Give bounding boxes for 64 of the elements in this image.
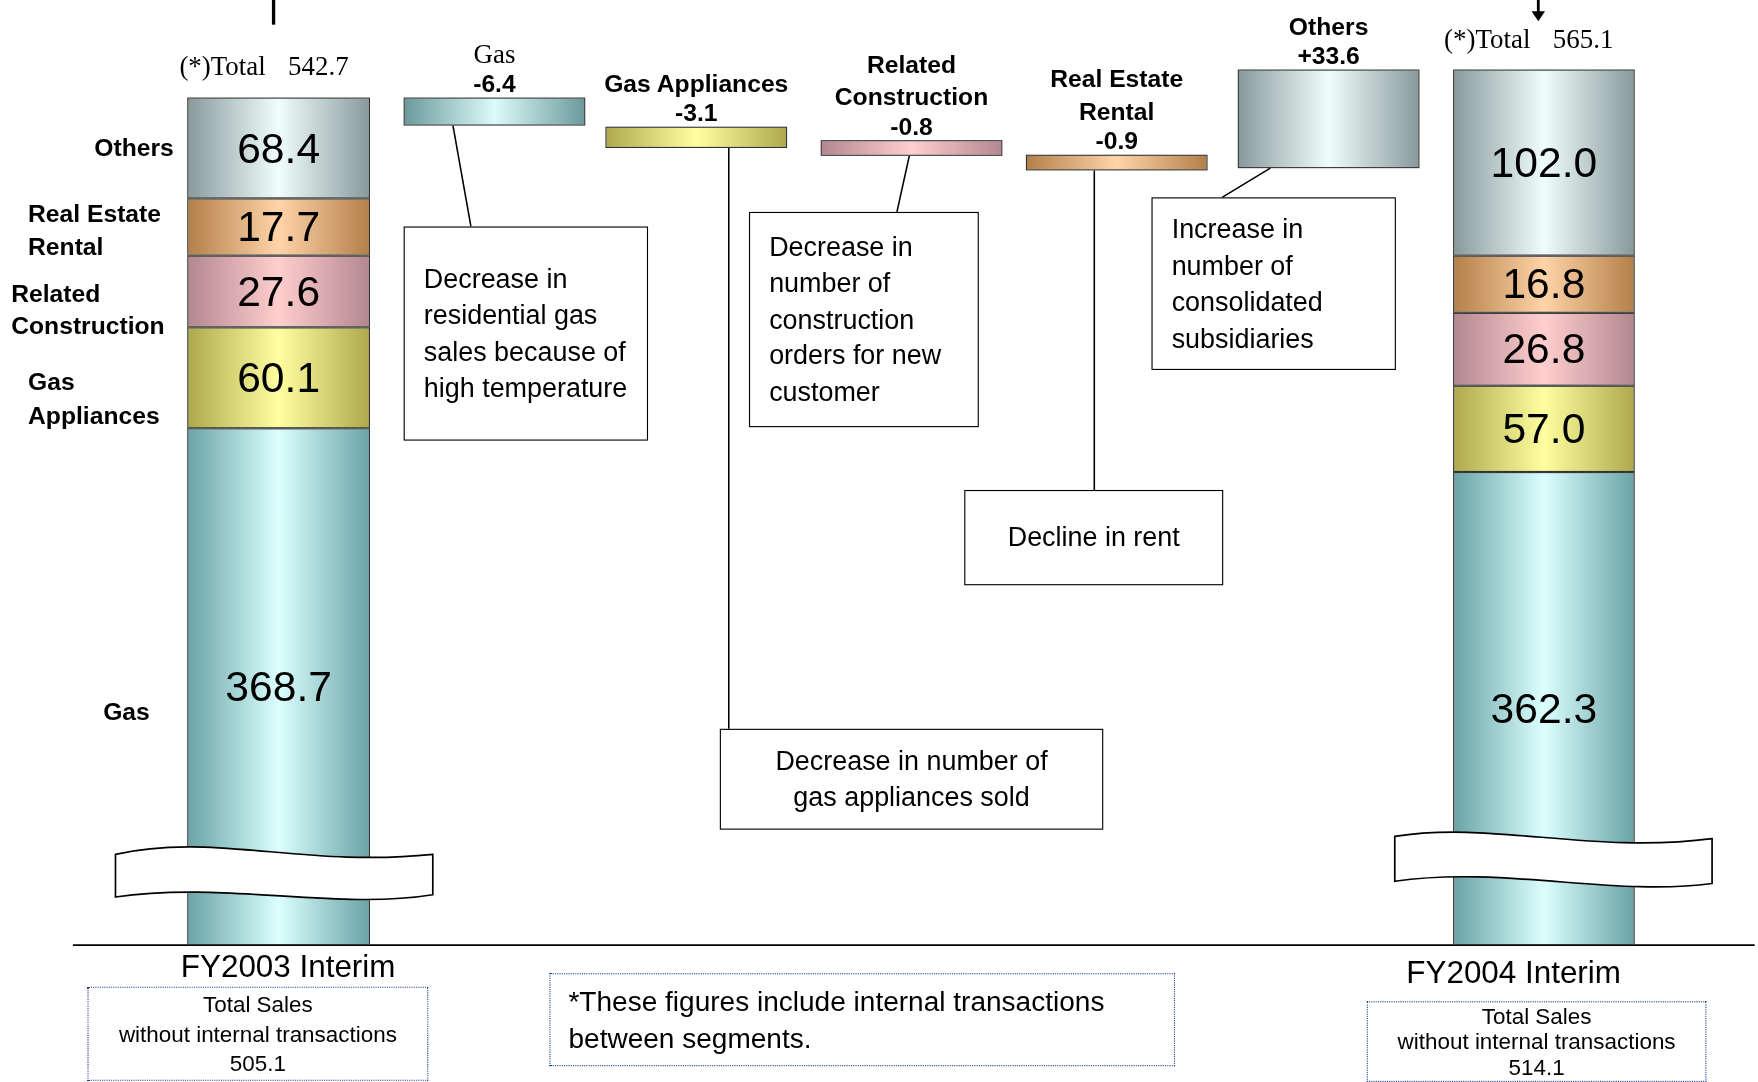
segment-value: 102.0 xyxy=(1490,138,1598,187)
note-text: Total Sales xyxy=(203,991,313,1019)
leader-line xyxy=(1221,167,1272,199)
segment-value: 27.6 xyxy=(237,267,321,316)
callout-box xyxy=(403,226,649,441)
segment-label: Real Estate Rental xyxy=(1049,64,1185,128)
callout-text: Decline in rent xyxy=(1007,520,1180,554)
segment-value: 26.8 xyxy=(1502,325,1586,374)
note-text: 514.1 xyxy=(1508,1054,1565,1081)
segment-value: 362.3 xyxy=(1490,684,1598,733)
callout-box xyxy=(719,728,1104,830)
segment-label: Gas xyxy=(473,38,516,71)
total-label: (*)Total 565.1 xyxy=(1444,24,1614,55)
segment-value: 368.7 xyxy=(225,662,332,711)
leader-line xyxy=(1093,169,1096,491)
callout-box xyxy=(1151,197,1396,370)
footnote-text: *These figures include internal transactions between segments. xyxy=(568,983,1106,1056)
total-sales-box xyxy=(87,986,429,1081)
bar-segment xyxy=(1453,312,1635,386)
segment-name: Others xyxy=(93,133,174,163)
bar-segment xyxy=(187,198,370,256)
note-text: without internal transactions xyxy=(118,1020,397,1049)
callout-text: Decrease in residential gas sales because of high temperature xyxy=(423,261,629,405)
callout-text: Decrease in number of gas appliances sold xyxy=(774,744,1049,814)
bar-segment xyxy=(1453,472,1635,946)
segment-value: 60.1 xyxy=(237,353,321,402)
segment-value: 68.4 xyxy=(237,123,321,173)
segment-value: 17.7 xyxy=(237,202,321,252)
segment-label: Related Construction xyxy=(833,49,990,113)
note-text: without internal transactions xyxy=(1397,1028,1676,1055)
bar-segment xyxy=(1453,255,1635,313)
change-value: +33.6 xyxy=(1297,42,1360,70)
total-sales-box xyxy=(1366,1001,1707,1082)
bar-segment xyxy=(1453,69,1635,256)
segment-name: Gas Appliances xyxy=(28,366,161,432)
bar-segment xyxy=(187,97,370,199)
segment-value: 57.0 xyxy=(1502,404,1586,453)
segment-label: Gas Appliances xyxy=(604,68,789,100)
segment-name: Gas xyxy=(103,697,150,727)
bar-segment xyxy=(187,327,370,429)
callout-text: Decrease in number of construction orders for new customer xyxy=(769,229,943,409)
total-label: (*)Total 542.7 xyxy=(179,51,349,82)
leader-line xyxy=(728,147,730,730)
change-value: -0.9 xyxy=(1095,127,1138,155)
bar-segment xyxy=(1453,385,1635,473)
footnote-box xyxy=(549,973,1175,1067)
note-text: 505.1 xyxy=(229,1049,286,1078)
leader-line xyxy=(896,155,911,213)
change-value: -0.8 xyxy=(890,113,933,141)
segment-label: Others xyxy=(1288,11,1369,43)
callout-text: Increase in number of consolidated subsidiaries xyxy=(1171,212,1324,355)
note-text: Total Sales xyxy=(1481,1002,1592,1029)
change-value: -3.1 xyxy=(675,99,718,127)
period-label: FY2003 Interim xyxy=(179,948,397,985)
bar-segment xyxy=(187,428,370,946)
segment-name: Related Construction xyxy=(11,278,166,342)
segment-name: Real Estate Rental xyxy=(28,198,163,263)
change-value: -6.4 xyxy=(473,70,516,98)
period-label: FY2004 Interim xyxy=(1405,955,1622,992)
callout-box xyxy=(964,489,1224,586)
callout-box xyxy=(748,211,979,428)
leader-line xyxy=(452,124,472,228)
segment-value: 16.8 xyxy=(1502,260,1586,309)
bar-segment xyxy=(187,255,370,328)
